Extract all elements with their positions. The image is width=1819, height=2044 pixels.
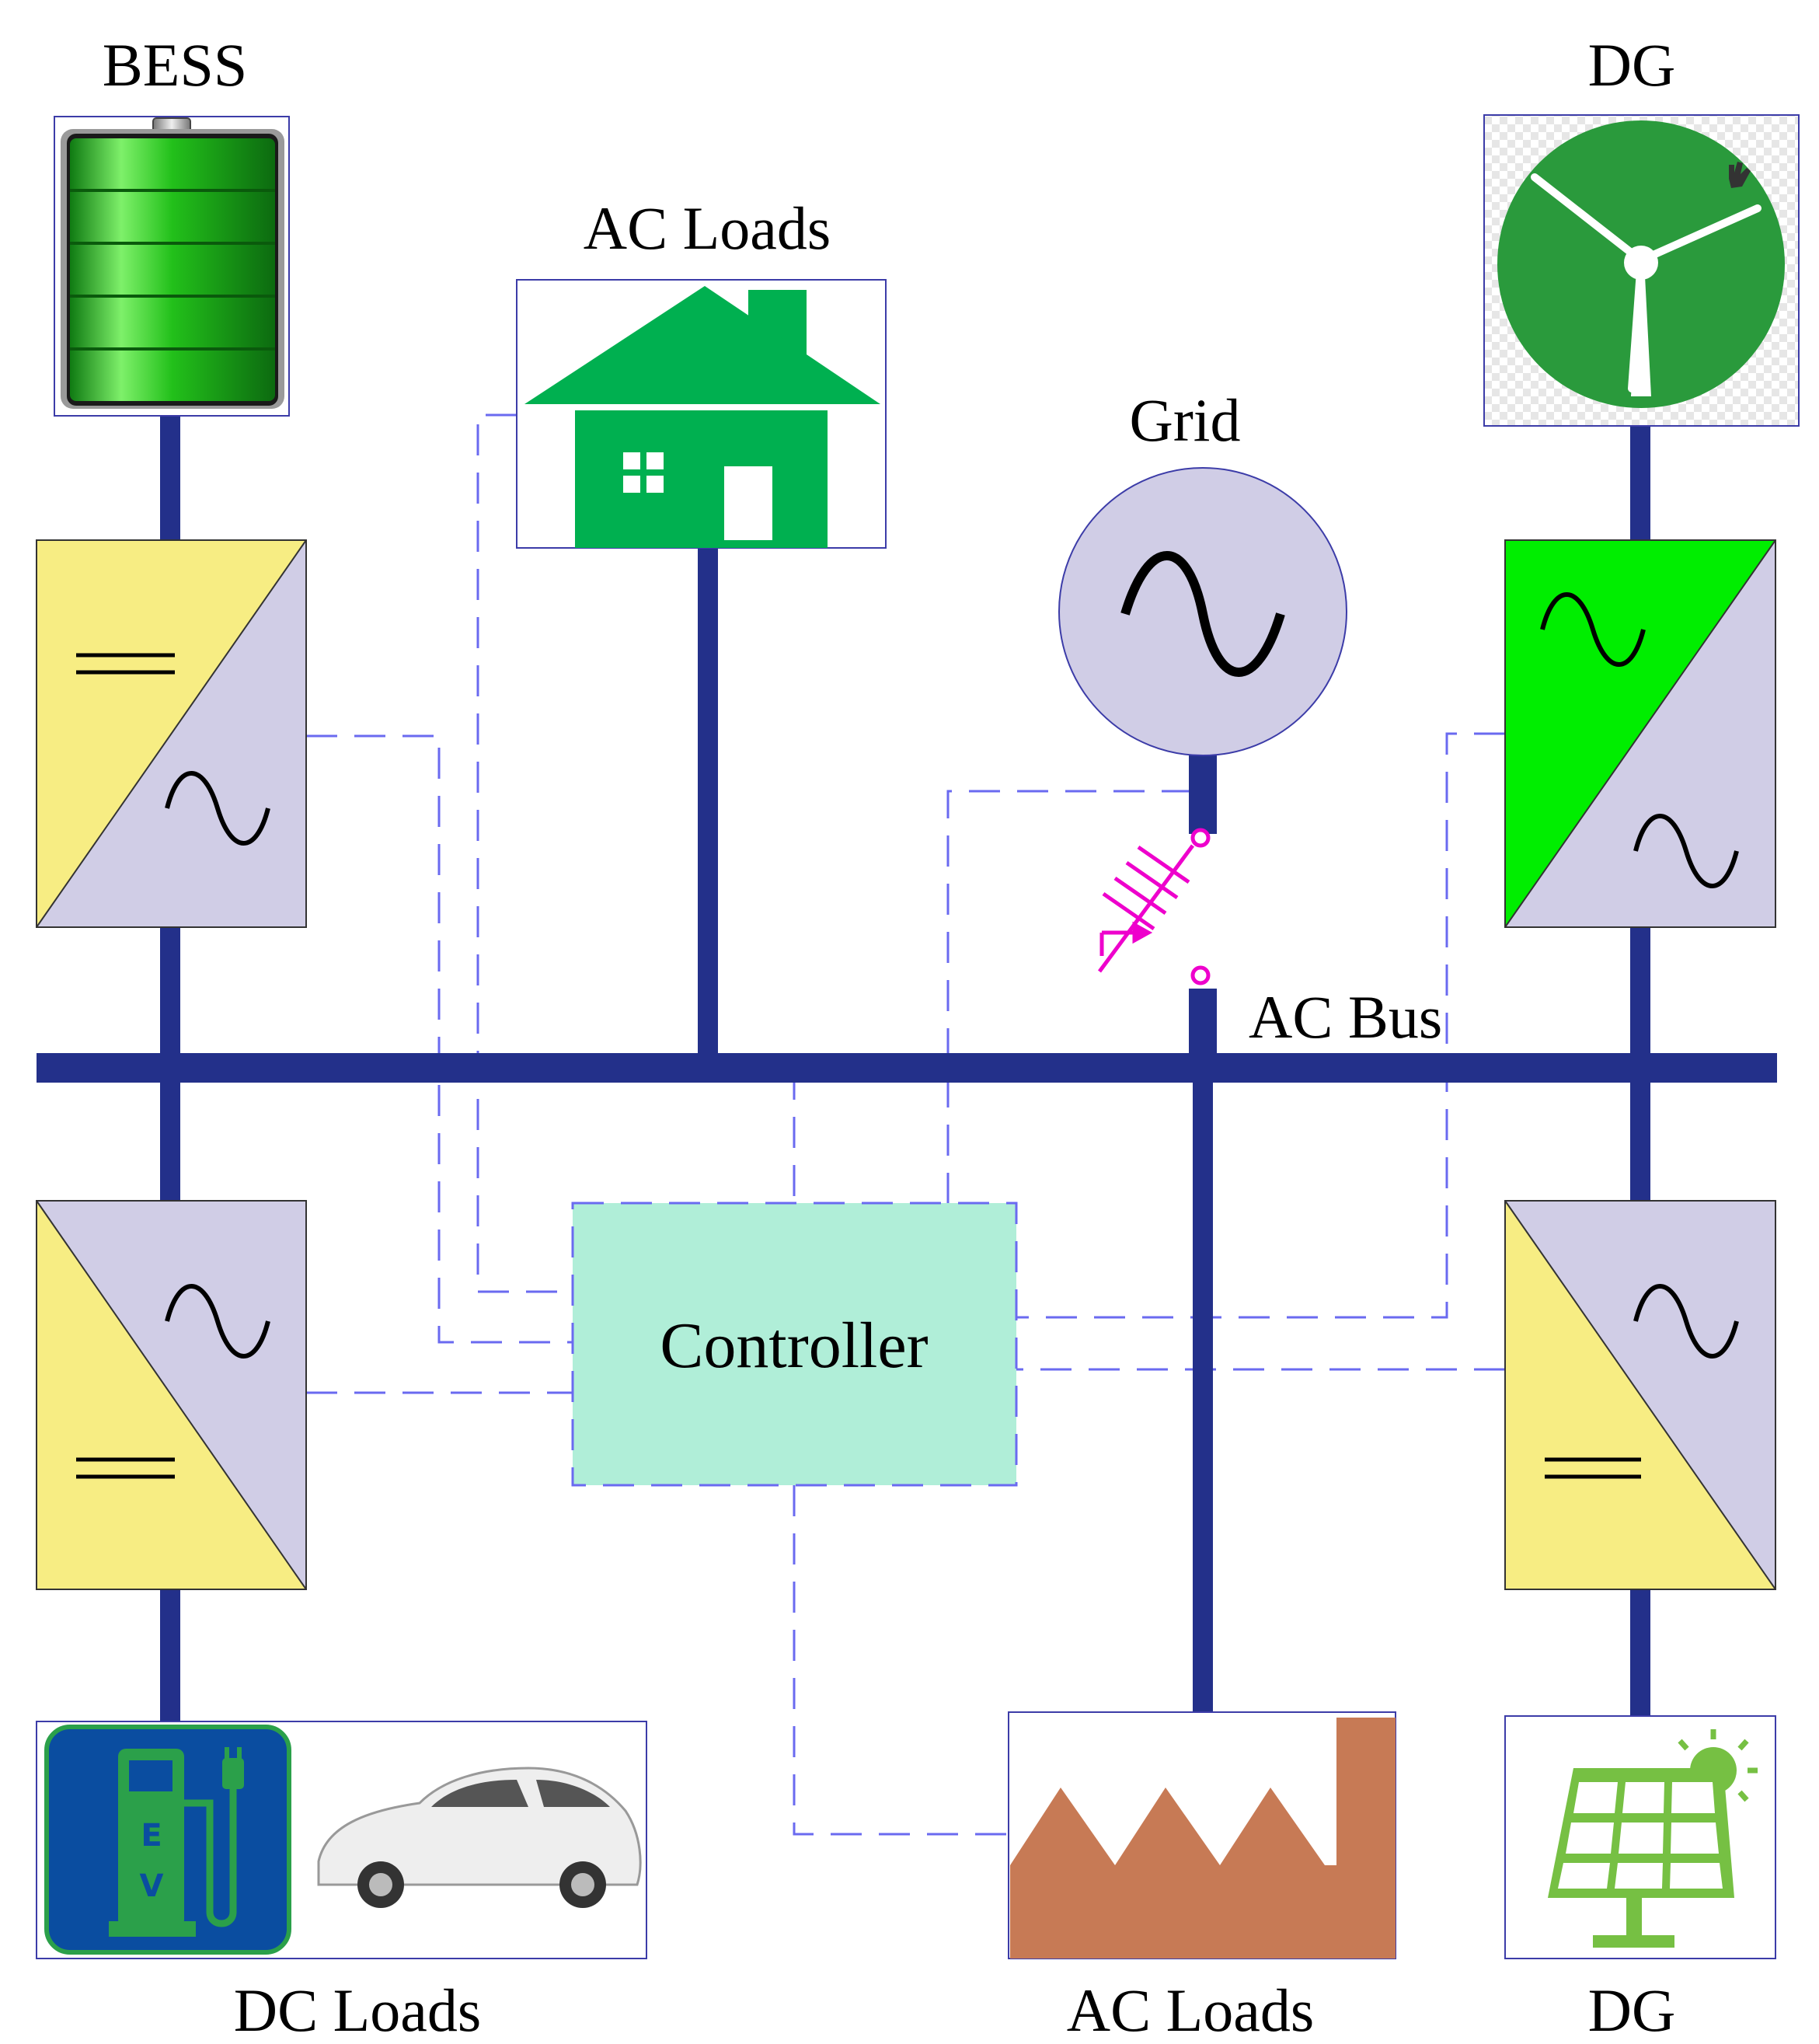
wind-turbine-icon (1483, 114, 1800, 427)
wind-ac-ac-converter (1504, 539, 1776, 928)
solar-dc-ac-converter (1504, 1200, 1776, 1590)
dc-loads-ac-dc-converter (36, 1200, 307, 1590)
circuit-breaker-icon (1097, 828, 1211, 985)
ac-wave-icon (1633, 814, 1739, 888)
battery-icon (54, 116, 290, 417)
grid-feeder-lower (1189, 989, 1217, 1066)
signal-line-ac-loads-top (476, 413, 573, 1293)
signal-line-bess-converter (306, 734, 573, 1344)
dg-bottom-label: DG (1587, 1976, 1676, 2044)
ac-loads-bottom-label: AC Loads (1066, 1976, 1315, 2044)
dc-loads-label: DC Loads (233, 1976, 482, 2044)
bess-dc-ac-converter (36, 539, 307, 928)
ev-charger-and-car-icon: E V (36, 1721, 647, 1959)
ac-loads-top-label: AC Loads (583, 194, 831, 262)
solar-panel-icon (1504, 1715, 1776, 1959)
ac-wave-icon (165, 1284, 270, 1359)
factory-icon (1008, 1711, 1396, 1959)
dc-symbol-icon (76, 1457, 175, 1479)
ac-bus-line (37, 1053, 1777, 1083)
signal-line-factory (793, 1485, 1009, 1836)
signal-line-grid (946, 790, 1193, 1203)
ac-source-icon (1058, 467, 1347, 756)
signal-line-wind-converter (1016, 732, 1505, 1319)
dc-symbol-icon (1545, 1457, 1641, 1479)
bess-label: BESS (102, 31, 248, 99)
solar-feeder (1630, 1593, 1650, 1721)
grid-feeder-upper (1189, 748, 1217, 834)
svg-text:E: E (141, 1818, 162, 1854)
grid-label: Grid (1129, 386, 1241, 454)
controller-label: Controller (660, 1310, 929, 1382)
ac-bus-label: AC Bus (1249, 983, 1443, 1051)
house-icon (516, 279, 887, 549)
ac-loads-bottom-feeder (1193, 1065, 1213, 1714)
dc-symbol-icon (76, 653, 175, 675)
ac-wave-icon (165, 771, 270, 846)
dc-loads-feeder (160, 1593, 180, 1721)
dg-top-label: DG (1587, 31, 1676, 99)
hand-cursor-icon (1729, 162, 1751, 188)
ac-wave-icon (1540, 592, 1646, 667)
ac-loads-top-feeder (698, 548, 718, 1065)
signal-lines (306, 413, 1505, 1836)
controller-box (571, 1202, 1018, 1487)
svg-text:V: V (140, 1868, 164, 1904)
ac-wave-icon (1633, 1284, 1739, 1359)
